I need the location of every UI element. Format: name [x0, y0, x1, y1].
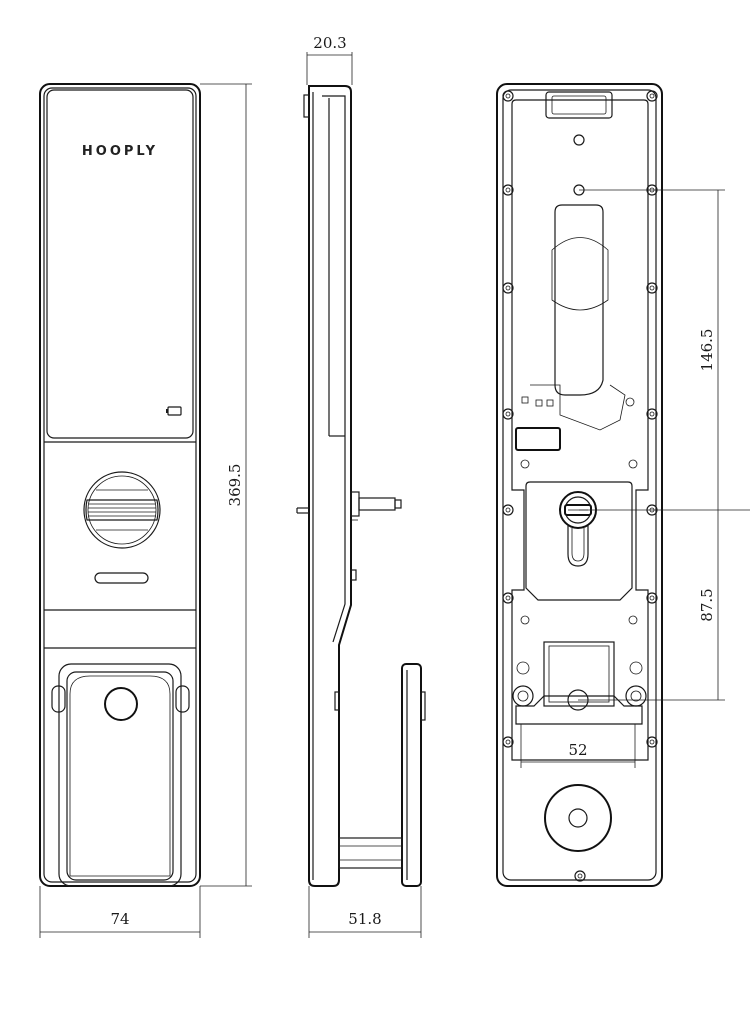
side-top-tab [303, 94, 310, 118]
spacing-lower-label: 87.5 [698, 588, 716, 621]
battery-icon [166, 406, 182, 416]
front-outline [39, 83, 201, 887]
back-recess-contour [511, 99, 649, 761]
handle [51, 663, 190, 887]
euro-cylinder [559, 491, 597, 567]
brand-logo: HOOPLY [82, 144, 158, 159]
width-label: 74 [110, 910, 129, 928]
back-bracket-dimension: 52 [520, 724, 636, 768]
spacing-upper-label: 146.5 [698, 329, 716, 372]
depth-top-label: 20.3 [313, 34, 346, 52]
cylinder-housing [525, 481, 633, 601]
front-inner-outline [43, 87, 197, 883]
back-inner-outline [502, 89, 657, 881]
back-view [496, 83, 663, 887]
back-outline [496, 83, 663, 887]
front-height-dimension: 369.5 [200, 83, 252, 887]
height-label: 369.5 [226, 464, 244, 507]
side-inner-line-2 [322, 95, 346, 643]
bottom-center-hole [568, 808, 588, 828]
connector-block [515, 427, 561, 451]
side-connector [338, 837, 403, 869]
front-width-dimension: 74 [39, 886, 201, 938]
front-view: HOOPLY [39, 83, 201, 887]
side-spindle [350, 491, 402, 521]
lower-bracket [512, 641, 647, 725]
side-inner-plate [401, 663, 422, 887]
depth-bottom-label: 51.8 [348, 910, 381, 928]
side-outline [308, 85, 352, 887]
thumb-turn-knob [83, 471, 161, 549]
indicator-slot [94, 572, 149, 584]
back-upper-dimension: 146.5 [579, 189, 750, 511]
top-cutout [545, 91, 613, 119]
bottom-round-cutout [544, 784, 612, 852]
battery-slot [554, 204, 604, 396]
bracket-width-label: 52 [568, 741, 587, 759]
display-panel [46, 89, 194, 439]
side-view: 20.3 51.8 [296, 34, 426, 938]
back-lower-dimension: 87.5 [578, 510, 725, 701]
top-hole [573, 134, 585, 146]
fingerprint-sensor [104, 687, 138, 721]
